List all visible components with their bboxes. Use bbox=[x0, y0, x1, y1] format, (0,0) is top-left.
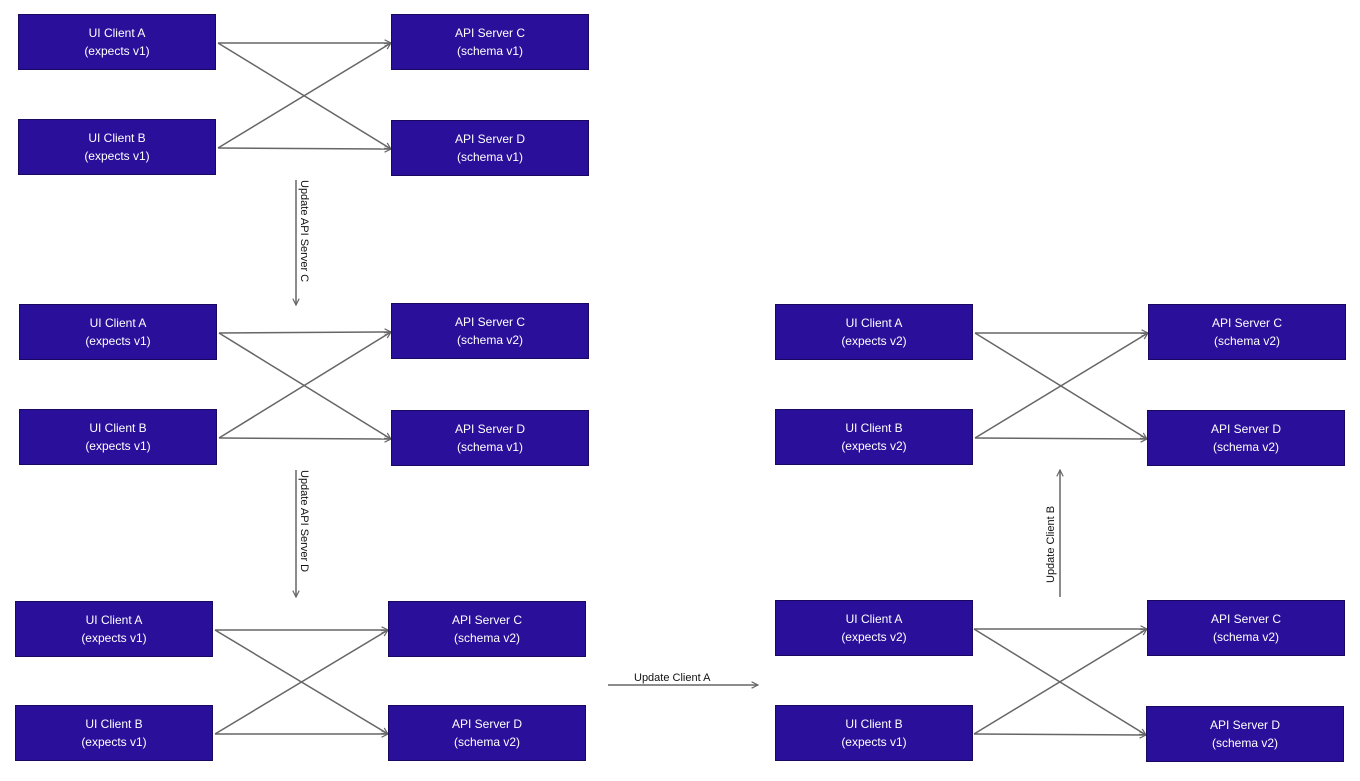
stage3-api-server-d: API Server D (schema v2) bbox=[388, 705, 586, 761]
box-version: (schema v2) bbox=[453, 631, 521, 645]
stage2-link-a-to-d bbox=[218, 332, 391, 439]
transition-label-update-client-b: Update Client B bbox=[1045, 505, 1057, 583]
box-version: (schema v2) bbox=[456, 333, 524, 347]
box-title: UI Client B bbox=[85, 717, 143, 731]
box-title: UI Client B bbox=[88, 131, 146, 145]
box-title: API Server C bbox=[454, 315, 526, 329]
stage4-api-server-d: API Server D (schema v2) bbox=[1146, 706, 1344, 762]
stage2-link-b-to-d bbox=[218, 438, 391, 439]
stage5-ui-client-a: UI Client A (expects v2) bbox=[775, 304, 973, 360]
box-title: API Server D bbox=[454, 422, 526, 436]
box-version: (schema v1) bbox=[456, 150, 524, 164]
stage4-ui-client-a: UI Client A (expects v2) bbox=[775, 600, 973, 656]
box-title: API Server C bbox=[1211, 316, 1283, 330]
box-version: (expects v2) bbox=[841, 334, 907, 348]
stage5-api-server-d: API Server D (schema v2) bbox=[1147, 410, 1345, 466]
box-version: (expects v1) bbox=[84, 149, 150, 163]
box-title: UI Client B bbox=[89, 421, 147, 435]
stage3-ui-client-b: UI Client B (expects v1) bbox=[15, 705, 213, 761]
box-version: (expects v1) bbox=[84, 44, 150, 58]
box-title: API Server D bbox=[1210, 422, 1282, 436]
stage5-api-server-c: API Server C (schema v2) bbox=[1148, 304, 1346, 360]
box-title: UI Client A bbox=[845, 316, 903, 330]
box-title: UI Client B bbox=[845, 421, 903, 435]
box-title: UI Client A bbox=[845, 612, 903, 626]
stage5-link-b-to-c bbox=[974, 333, 1148, 439]
box-title: API Server D bbox=[1209, 718, 1281, 732]
stage3-ui-client-a: UI Client A (expects v1) bbox=[15, 601, 213, 657]
box-title: API Server C bbox=[454, 26, 526, 40]
box-version: (schema v1) bbox=[456, 440, 524, 454]
stage4-link-b-to-d bbox=[973, 734, 1146, 735]
box-version: (expects v2) bbox=[841, 630, 907, 644]
stage1-api-server-c: API Server C (schema v1) bbox=[391, 14, 589, 70]
box-title: API Server D bbox=[454, 132, 526, 146]
stage1-ui-client-b: UI Client B (expects v1) bbox=[18, 119, 216, 175]
box-version: (schema v2) bbox=[1213, 334, 1281, 348]
box-version: (expects v1) bbox=[841, 735, 907, 749]
stage4-link-b-to-c bbox=[973, 629, 1147, 735]
stage3-link-b-to-c bbox=[214, 630, 388, 735]
box-title: UI Client B bbox=[845, 717, 903, 731]
box-version: (schema v2) bbox=[1211, 736, 1279, 750]
box-version: (expects v2) bbox=[841, 439, 907, 453]
box-version: (schema v2) bbox=[453, 735, 521, 749]
box-title: API Server D bbox=[451, 717, 523, 731]
stage4-ui-client-b: UI Client B (expects v1) bbox=[775, 705, 973, 761]
stage2-link-b-to-c bbox=[218, 332, 391, 439]
stage1-link-b-to-d bbox=[217, 148, 391, 149]
box-version: (schema v2) bbox=[1212, 630, 1280, 644]
box-title: API Server C bbox=[1210, 612, 1282, 626]
box-version: (expects v1) bbox=[85, 439, 151, 453]
box-version: (schema v2) bbox=[1212, 440, 1280, 454]
stage1-ui-client-a: UI Client A (expects v1) bbox=[18, 14, 216, 70]
transition-label-update-server-c: Update API Server C bbox=[298, 180, 310, 283]
stage3-api-server-c: API Server C (schema v2) bbox=[388, 601, 586, 657]
box-title: UI Client A bbox=[85, 613, 143, 627]
box-title: API Server C bbox=[451, 613, 523, 627]
box-version: (expects v1) bbox=[81, 631, 147, 645]
stage1-api-server-d: API Server D (schema v1) bbox=[391, 120, 589, 176]
box-title: UI Client A bbox=[89, 316, 147, 330]
box-title: UI Client A bbox=[88, 26, 146, 40]
stage2-ui-client-a: UI Client A (expects v1) bbox=[19, 304, 217, 360]
box-version: (schema v1) bbox=[456, 44, 524, 58]
stage4-api-server-c: API Server C (schema v2) bbox=[1147, 600, 1345, 656]
stage5-ui-client-b: UI Client B (expects v2) bbox=[775, 409, 973, 465]
stage2-link-a-to-c bbox=[218, 332, 391, 333]
transition-label-update-client-a: Update Client A bbox=[634, 672, 711, 684]
stage2-api-server-c: API Server C (schema v2) bbox=[391, 303, 589, 359]
stage2-api-server-d: API Server D (schema v1) bbox=[391, 410, 589, 466]
box-version: (expects v1) bbox=[85, 334, 151, 348]
box-version: (expects v1) bbox=[81, 735, 147, 749]
stage1-link-b-to-c bbox=[217, 43, 391, 149]
stage2-ui-client-b: UI Client B (expects v1) bbox=[19, 409, 217, 465]
stage5-link-b-to-d bbox=[974, 438, 1147, 439]
transition-label-update-server-d: Update API Server D bbox=[298, 470, 310, 573]
